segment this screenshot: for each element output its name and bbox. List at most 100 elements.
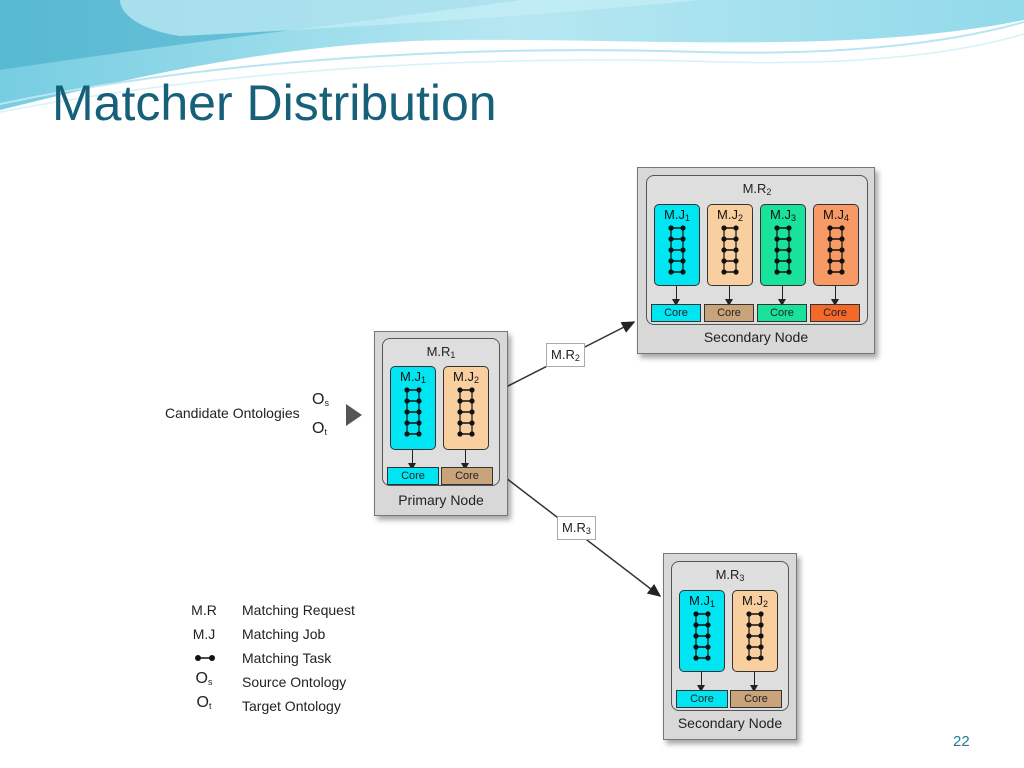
matching-task-dot <box>827 225 833 231</box>
job-to-core-arrow <box>831 286 839 306</box>
matching-task-dot <box>721 225 727 231</box>
primary-mr-text: M.R <box>426 344 451 359</box>
legend-ot-sub: t <box>208 701 212 711</box>
secondary-2-job-1-text: M.J <box>689 593 710 608</box>
matching-task-dot <box>693 611 699 617</box>
matching-task-dot <box>746 611 752 617</box>
matching-task-dot <box>668 258 674 264</box>
secondary-1-job-2-text: M.J <box>717 207 738 222</box>
matching-task-dot <box>786 258 792 264</box>
matching-task-dot <box>758 633 764 639</box>
matching-task-dot <box>746 622 752 628</box>
request-label-mr3: M.R3 <box>557 516 596 540</box>
primary-node-label: Primary Node <box>398 492 484 508</box>
matching-task-dot <box>469 387 475 393</box>
matching-task-icons <box>721 225 739 275</box>
matching-task-dot <box>705 611 711 617</box>
legend-text-matching-request: Matching Request <box>242 602 355 618</box>
matching-task-dot <box>733 258 739 264</box>
secondary-1-job-1-sub: 1 <box>684 213 690 223</box>
secondary-1-job-2-label: M.J2 <box>708 207 752 223</box>
matching-task-dot <box>721 236 727 242</box>
matching-task-dot <box>668 225 674 231</box>
matching-task-dot <box>827 236 833 242</box>
matching-task-dot <box>705 622 711 628</box>
primary-node: M.R1 M.J1 M.J2 Core Core Primary Node <box>374 331 508 516</box>
matching-task-icon <box>184 650 224 669</box>
matching-task-dot <box>721 269 727 275</box>
matching-task-dot <box>758 622 764 628</box>
source-ontology-symbol: Os <box>312 391 329 409</box>
matching-task-dot <box>705 644 711 650</box>
primary-job-2-text: M.J <box>453 369 474 384</box>
secondary-2-job-2-text: M.J <box>742 593 763 608</box>
secondary-1-job-2-sub: 2 <box>737 213 743 223</box>
matching-task-dot <box>404 420 410 426</box>
matching-task-dot <box>457 387 463 393</box>
matching-task-dot <box>416 409 422 415</box>
matching-task-dot <box>404 387 410 393</box>
secondary-1-job-3-text: M.J <box>770 207 791 222</box>
secondary-2-core-2: Core <box>730 690 782 708</box>
primary-job-1: M.J1 <box>390 366 436 450</box>
matching-task-dot <box>839 258 845 264</box>
matching-task-dot <box>404 409 410 415</box>
matching-task-dot <box>416 431 422 437</box>
legend-symbol-ot: Ot <box>184 694 224 712</box>
matching-task-dot <box>758 655 764 661</box>
primary-job-1-text: M.J <box>400 369 421 384</box>
matching-task-dot <box>786 247 792 253</box>
legend-symbol-mr: M.R <box>191 602 217 618</box>
slide-title: Matcher Distribution <box>52 75 497 131</box>
secondary-2-mr-text: M.R <box>715 567 740 582</box>
job-to-core-arrow <box>725 286 733 306</box>
primary-job-2-sub: 2 <box>473 375 479 385</box>
secondary-2-job-1-sub: 1 <box>709 599 715 609</box>
request-label-mr2: M.R2 <box>546 343 585 367</box>
secondary-1-core-1: Core <box>651 304 701 322</box>
legend-text-matching-job: Matching Job <box>242 626 326 642</box>
matching-task-icons <box>457 387 475 437</box>
matching-task-dot <box>705 655 711 661</box>
secondary-1-job-2: M.J2 <box>707 204 753 286</box>
secondary-1-node-label: Secondary Node <box>703 329 809 345</box>
matching-task-dot <box>839 247 845 253</box>
target-ontology-symbol: Ot <box>312 420 327 438</box>
matching-task-dot <box>469 420 475 426</box>
candidate-ontologies-label: Candidate Ontologies <box>165 405 300 421</box>
legend-symbol-os: Os <box>184 670 224 688</box>
matching-task-dot <box>774 258 780 264</box>
secondary-2-core-1: Core <box>676 690 728 708</box>
matching-task-dot <box>786 269 792 275</box>
secondary-node-1: M.R2 M.J1 M.J2 M.J3 M.J4 Core Core Core … <box>637 167 875 354</box>
primary-mr-label: M.R1 <box>383 344 499 360</box>
secondary-2-mr-label: M.R3 <box>672 567 788 583</box>
matching-task-dot <box>705 633 711 639</box>
secondary-1-core-3: Core <box>757 304 807 322</box>
matching-task-dot <box>827 269 833 275</box>
matching-task-dot <box>680 247 686 253</box>
primary-job-2-label: M.J2 <box>444 369 488 385</box>
matching-task-dot <box>839 269 845 275</box>
matching-task-dot <box>680 236 686 242</box>
secondary-node-2: M.R3 M.J1 M.J2 Core Core Secondary Node <box>663 553 797 740</box>
matching-task-dot <box>827 247 833 253</box>
primary-job-1-sub: 1 <box>420 375 426 385</box>
secondary-2-mr-sub: 3 <box>739 573 745 583</box>
matching-task-dot <box>758 644 764 650</box>
matching-task-dot <box>774 225 780 231</box>
primary-core-1: Core <box>387 467 439 485</box>
secondary-1-job-4: M.J4 <box>813 204 859 286</box>
secondary-2-job-1: M.J1 <box>679 590 725 672</box>
legend-text-source-ontology: Source Ontology <box>242 674 347 690</box>
request-mr2-sub: 2 <box>574 353 580 363</box>
secondary-1-job-3-label: M.J3 <box>761 207 805 223</box>
request-mr3-sub: 3 <box>585 526 591 536</box>
header-wave-decoration <box>0 0 1024 113</box>
secondary-1-matching-request: M.R2 M.J1 M.J2 M.J3 M.J4 Core Core Core … <box>646 175 868 325</box>
matching-task-dot <box>469 431 475 437</box>
matching-task-dot <box>469 409 475 415</box>
legend: M.R Matching Request M.J Matching Job Ma… <box>184 600 404 725</box>
source-symbol-text: O <box>312 391 325 408</box>
